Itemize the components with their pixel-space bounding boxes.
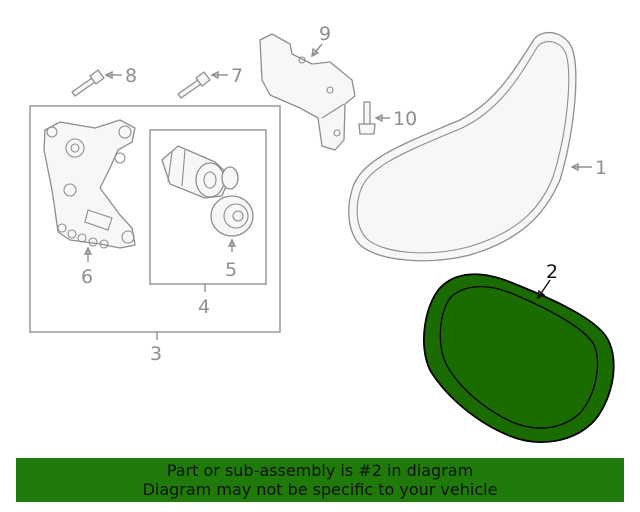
banner-line-disclaimer: Diagram may not be specific to your vehi… <box>142 480 498 499</box>
banner-line-part: Part or sub-assembly is #2 in diagram <box>166 461 474 480</box>
callout-1[interactable]: 1 <box>595 157 607 179</box>
part-8-bolt[interactable] <box>71 69 105 97</box>
callout-5[interactable]: 5 <box>225 259 237 281</box>
group-box-4 <box>149 129 267 285</box>
part-7-bolt[interactable] <box>177 71 211 99</box>
leader-9-arrow <box>311 47 320 58</box>
part-1-belt-outline[interactable] <box>348 31 577 262</box>
leader-6-arrow <box>83 246 93 255</box>
part-10-bolt[interactable] <box>358 101 376 135</box>
leader-1-arrow <box>570 162 579 172</box>
leader-2-arrow <box>537 289 546 300</box>
leader-8-arrow <box>104 70 113 80</box>
callout-4[interactable]: 4 <box>198 296 210 318</box>
leader-7-arrow <box>210 70 219 80</box>
callout-3[interactable]: 3 <box>150 343 162 365</box>
leader-9 <box>311 43 323 57</box>
callout-2[interactable]: 2 <box>546 261 558 283</box>
part-5-idler-pulley[interactable] <box>210 195 254 237</box>
callout-6[interactable]: 6 <box>81 266 93 288</box>
part-5-tensioner-pulley[interactable] <box>161 145 239 199</box>
info-banner: Part or sub-assembly is #2 in diagram Di… <box>16 458 624 502</box>
part-2-belt-highlighted[interactable] <box>423 273 615 443</box>
callout-7[interactable]: 7 <box>231 65 243 87</box>
leader-2 <box>537 279 551 299</box>
callout-9[interactable]: 9 <box>319 23 331 45</box>
leader-5-arrow <box>227 238 237 247</box>
group-box-3 <box>29 105 281 333</box>
part-9-mounting-bracket[interactable] <box>259 33 356 151</box>
part-6-tensioner-bracket[interactable] <box>43 119 136 249</box>
leader-10-arrow <box>374 113 383 123</box>
callout-8[interactable]: 8 <box>125 65 137 87</box>
callout-10[interactable]: 10 <box>393 108 417 130</box>
